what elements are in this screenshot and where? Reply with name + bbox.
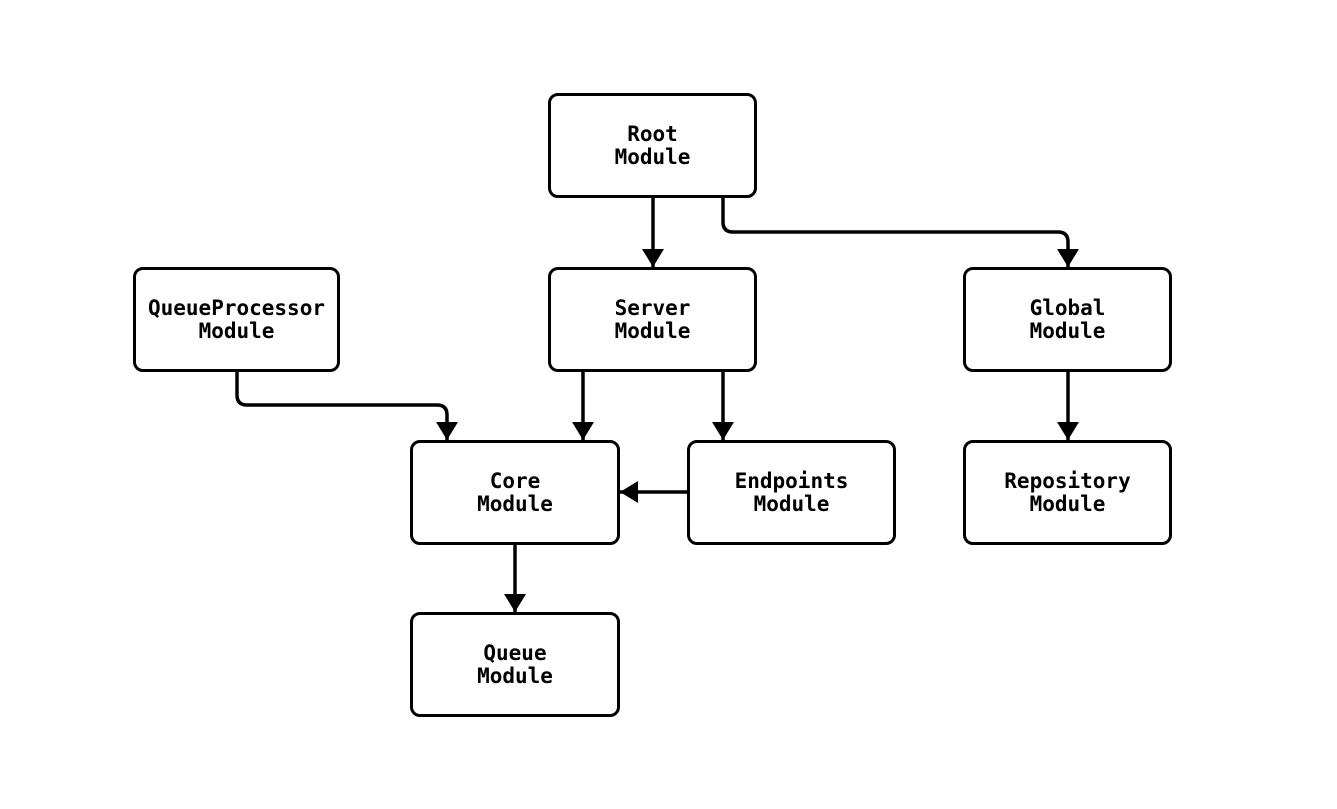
node-label-repository-module: Repository Module	[1004, 468, 1131, 516]
node-global-module: Global Module	[963, 267, 1172, 372]
node-endpoints-module: Endpoints Module	[687, 440, 896, 545]
edge-queueprocessor-module-to-core-module	[235, 372, 458, 440]
node-core-module: Core Module	[410, 440, 620, 545]
node-label-queue-module: Queue Module	[477, 640, 553, 688]
node-root-module: Root Module	[548, 93, 757, 198]
node-queue-module: Queue Module	[410, 612, 620, 717]
node-label-endpoints-module: Endpoints Module	[734, 468, 849, 516]
node-label-core-module: Core Module	[477, 468, 553, 516]
node-label-root-module: Root Module	[614, 121, 691, 169]
node-label-server-module: Server Module	[614, 295, 691, 343]
edge-root-module-to-global-module	[721, 198, 1079, 267]
node-label-queueprocessor-module: QueueProcessor Module	[147, 295, 325, 343]
node-server-module: Server Module	[548, 267, 757, 372]
node-repository-module: Repository Module	[963, 440, 1172, 545]
node-label-global-module: Global Module	[1029, 295, 1106, 343]
node-queueprocessor-module: QueueProcessor Module	[133, 267, 340, 372]
